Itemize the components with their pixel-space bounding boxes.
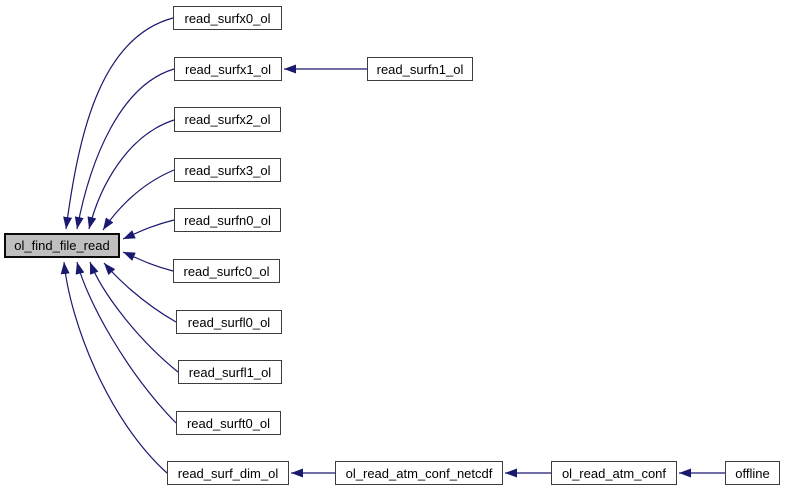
node-read_surfn1_ol[interactable]: read_surfn1_ol — [367, 57, 473, 81]
node-read_surfx1_ol[interactable]: read_surfx1_ol — [174, 57, 282, 81]
node-read_surfc0_ol[interactable]: read_surfc0_ol — [173, 259, 280, 283]
node-offline[interactable]: offline — [725, 461, 780, 485]
node-ol_read_atm_conf_netcdf[interactable]: ol_read_atm_conf_netcdf — [335, 461, 503, 485]
node-read_surfl0_ol[interactable]: read_surfl0_ol — [176, 310, 282, 334]
edge-read_surfx0_ol-to-ol_find_file_read — [63, 17, 174, 230]
node-read_surfx0_ol[interactable]: read_surfx0_ol — [173, 6, 282, 30]
node-read_surfn0_ol[interactable]: read_surfn0_ol — [174, 208, 281, 232]
node-read_surfx3_ol[interactable]: read_surfx3_ol — [174, 158, 281, 182]
edge-read_surf_dim_ol-to-ol_find_file_read — [60, 261, 168, 474]
node-read_surf_dim_ol[interactable]: read_surf_dim_ol — [167, 461, 289, 485]
edge-read_surft0_ol-to-ol_find_file_read — [75, 261, 177, 424]
edge-read_surfc0_ol-to-ol_find_file_read — [122, 251, 174, 272]
edge-read_surfx2_ol-to-ol_find_file_read — [87, 119, 175, 230]
node-ol_read_atm_conf[interactable]: ol_read_atm_conf — [551, 461, 677, 485]
node-read_surfx2_ol[interactable]: read_surfx2_ol — [174, 107, 281, 132]
edge-read_surfx3_ol-to-ol_find_file_read — [102, 169, 175, 231]
edge-read_surfl1_ol-to-ol_find_file_read — [89, 261, 179, 373]
edge-read_surfl0_ol-to-ol_find_file_read — [103, 262, 177, 323]
node-read_surft0_ol[interactable]: read_surft0_ol — [176, 411, 281, 435]
node-read_surfl1_ol[interactable]: read_surfl1_ol — [178, 360, 282, 384]
node-ol_find_file_read: ol_find_file_read — [4, 233, 120, 258]
edge-read_surfn0_ol-to-ol_find_file_read — [122, 219, 175, 240]
edge-read_surfx1_ol-to-ol_find_file_read — [74, 68, 175, 230]
